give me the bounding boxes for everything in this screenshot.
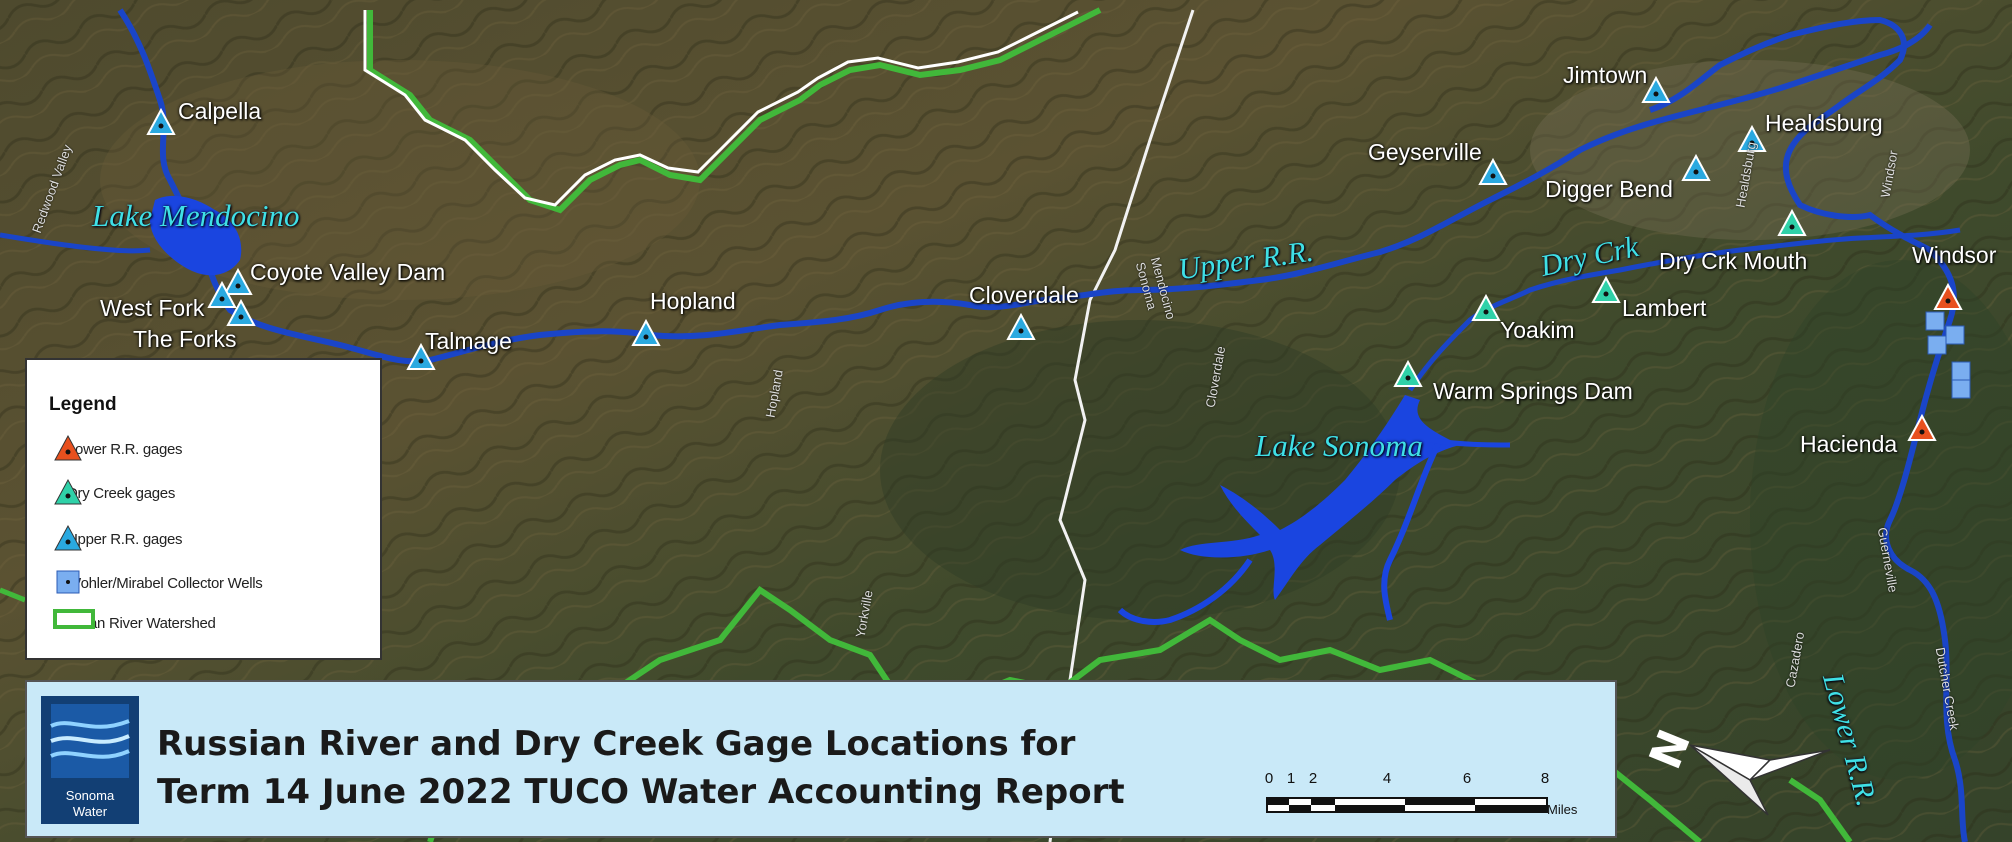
scale-tick-2: 2 <box>1308 770 1318 787</box>
gage-marker-warm-springs-dam <box>1393 359 1423 387</box>
gage-label-jimtown: Jimtown <box>1563 62 1648 88</box>
map-title-line-1: Russian River and Dry Creek Gage Locatio… <box>157 724 1076 764</box>
gage-label-talmage: Talmage <box>425 328 512 354</box>
lake-sonoma-shape <box>1180 395 1460 600</box>
blue-square-icon <box>56 570 80 594</box>
north-arrow-icon <box>1689 744 1831 816</box>
gage-marker-geyserville <box>1478 157 1508 185</box>
lake-sonoma-label: Lake Sonoma <box>1255 428 1423 463</box>
scale-tick-8: 8 <box>1540 770 1550 787</box>
gage-label-coyote-valley-dam: Coyote Valley Dam <box>250 259 446 285</box>
gage-label-healdsburg: Healdsburg <box>1765 110 1883 136</box>
gage-marker-talmage <box>406 342 436 370</box>
legend-item-collector-wells: Wohler/Mirabel Collector Wells <box>53 568 263 598</box>
lower-russian-river <box>1649 16 1968 842</box>
gage-label-cloverdale: Cloverdale <box>969 282 1079 308</box>
gage-marker-dry-crk-mouth <box>1777 208 1807 236</box>
legend-item-lower-gages: Lower R.R. gages <box>53 434 183 464</box>
county-line <box>1048 9 1195 842</box>
gage-label-windsor: Windsor <box>1912 242 1997 268</box>
gage-marker-cloverdale <box>1006 312 1036 340</box>
gage-marker-jimtown <box>1641 75 1671 103</box>
scale-units: Miles <box>1547 802 1578 817</box>
scale-tick-0: 0 <box>1264 770 1274 787</box>
gage-marker-lambert <box>1591 275 1621 303</box>
teal-triangle-icon <box>54 478 82 505</box>
collector-well-3 <box>1927 335 1947 355</box>
lake-mendocino-shape <box>150 195 242 276</box>
green-outline-box-icon <box>53 609 95 629</box>
scale-tick-1: 1 <box>1286 770 1296 787</box>
gage-marker-windsor <box>1933 282 1963 310</box>
legend-item-dry-creek-gages: Dry Creek gages <box>53 478 175 508</box>
map-title-line-2: Term 14 June 2022 TUCO Water Accounting … <box>157 772 1125 812</box>
legend-label-collector-wells: Wohler/Mirabel Collector Wells <box>67 574 263 592</box>
gage-marker-yoakim <box>1471 293 1501 321</box>
legend-panel: Legend Lower R.R. gages Dry Creek gages … <box>25 358 382 660</box>
logo-text-1: Sonoma <box>65 788 115 803</box>
gage-marker-the-forks <box>226 298 256 326</box>
wave-logo-icon <box>50 704 130 778</box>
gage-marker-west-fork <box>207 280 237 308</box>
gage-label-west-fork: West Fork <box>100 295 205 321</box>
gage-marker-digger-bend <box>1681 153 1711 181</box>
legend-label-lower-gages: Lower R.R. gages <box>67 440 183 458</box>
blue-triangle-icon <box>54 524 82 551</box>
scale-bar: 0 1 2 4 6 8 Miles <box>1247 770 1578 820</box>
gage-label-yoakim: Yoakim <box>1500 317 1575 343</box>
gage-label-hacienda: Hacienda <box>1800 431 1898 457</box>
gage-marker-calpella <box>146 107 176 135</box>
gage-marker-hacienda <box>1907 413 1937 441</box>
title-box: Sonoma Water Russian River and Dry Creek… <box>25 680 1617 838</box>
gage-marker-hopland <box>631 318 661 346</box>
legend-item-watershed: Russian River Watershed <box>53 608 216 638</box>
legend-label-dry-creek-gages: Dry Creek gages <box>67 484 176 502</box>
gage-marker-healdsburg <box>1737 124 1767 152</box>
map-title: Russian River and Dry Creek Gage Locatio… <box>157 720 1125 816</box>
lake-mendocino-label: Lake Mendocino <box>92 198 300 233</box>
scale-bar-graphic <box>1266 797 1548 813</box>
scale-tick-6: 6 <box>1462 770 1472 787</box>
collector-well-5 <box>1951 379 1971 399</box>
gage-label-dry-crk-mouth: Dry Crk Mouth <box>1659 248 1808 274</box>
scale-tick-4: 4 <box>1382 770 1392 787</box>
gage-label-the-forks: The Forks <box>133 326 237 352</box>
sonoma-water-logo: Sonoma Water <box>41 696 139 824</box>
watershed-boundary-north <box>367 7 1102 214</box>
gage-label-lambert: Lambert <box>1622 295 1707 321</box>
legend-label-upper-gages: Upper R.R. gages <box>67 530 183 548</box>
orange-triangle-icon <box>54 434 82 461</box>
gage-marker-coyote-valley-dam <box>223 267 253 295</box>
legend-item-upper-gages: Upper R.R. gages <box>53 524 183 554</box>
collector-well-1 <box>1925 311 1945 331</box>
collector-well-2 <box>1945 325 1965 345</box>
gage-label-calpella: Calpella <box>178 98 262 124</box>
legend-title: Legend <box>49 394 117 415</box>
gage-label-hopland: Hopland <box>650 288 736 314</box>
dry-creek <box>1407 227 1961 392</box>
gage-label-warm-springs-dam: Warm Springs Dam <box>1433 378 1633 404</box>
gage-label-geyserville: Geyserville <box>1368 139 1482 165</box>
logo-text-2: Water <box>72 804 108 819</box>
gage-label-digger-bend: Digger Bend <box>1545 176 1673 202</box>
